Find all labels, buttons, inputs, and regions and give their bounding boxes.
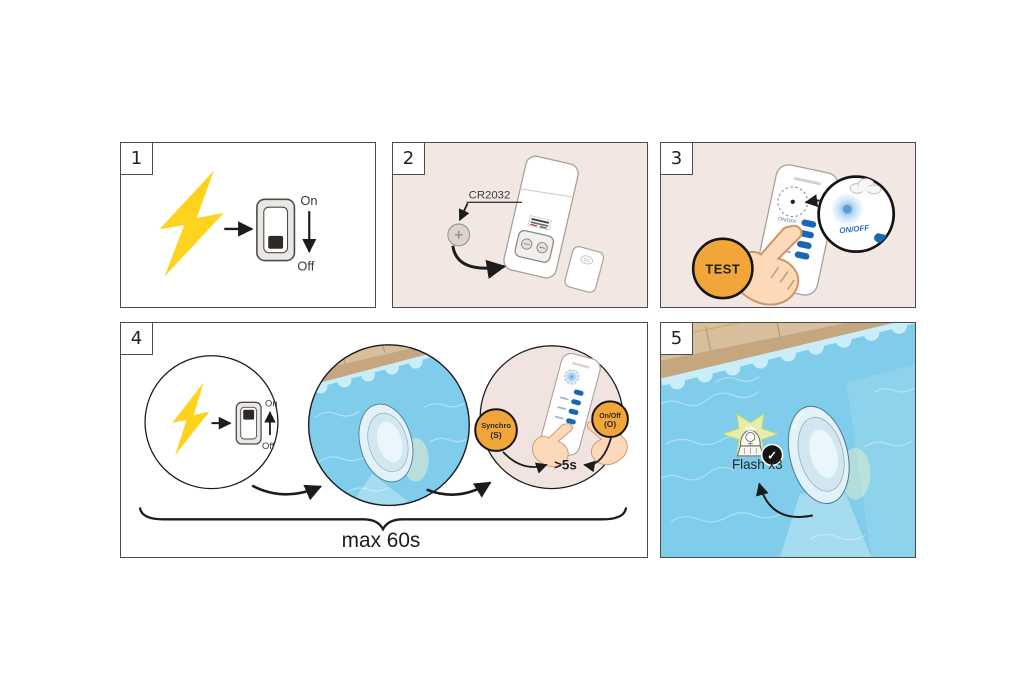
pool-light xyxy=(787,405,850,504)
remote-front-mini xyxy=(540,352,601,456)
switch-on-label: On xyxy=(265,397,278,408)
light-beam xyxy=(348,473,416,506)
battery-compartment xyxy=(514,229,555,263)
step-number-badge: 5 xyxy=(661,323,693,355)
switch-off-label: Off xyxy=(297,258,314,273)
remote-led-label: ON/OFF xyxy=(777,216,796,226)
switch-off-label: Off xyxy=(262,440,275,451)
arrow-light-to-flash xyxy=(756,482,813,518)
magnifier-led-label: ON/OFF xyxy=(839,223,870,235)
pool-light-circle xyxy=(307,344,470,507)
max-time-label: max 60s xyxy=(342,529,421,552)
panel-step-2: 2 xyxy=(392,142,648,308)
remote-back xyxy=(503,155,579,279)
cloud-icon xyxy=(849,178,882,195)
arrow-synchro-to-hold xyxy=(502,451,548,474)
check-badge: ✓ xyxy=(760,443,784,467)
max-time-brace xyxy=(138,507,628,532)
lightning-icon xyxy=(159,170,224,277)
leader-arrow-to-battery xyxy=(458,202,470,222)
rocker-switch-off xyxy=(256,198,296,262)
step-number-badge: 3 xyxy=(660,142,693,175)
onoff-label: On/Off xyxy=(599,413,621,420)
step5-illustration: ✓ Flash x3 xyxy=(661,323,915,557)
arrow-step-b-to-c xyxy=(426,481,492,498)
curved-arrow-insert-battery xyxy=(451,245,507,279)
step-number-badge: 2 xyxy=(392,142,425,175)
synchro-key-label: (S) xyxy=(490,430,501,440)
switch-on-label: On xyxy=(300,193,317,208)
step1-illustration: On Off xyxy=(159,170,317,277)
synchro-label: Synchro xyxy=(481,421,511,430)
arrow-magnifier-to-led xyxy=(804,194,820,207)
coin-battery-icon xyxy=(447,223,471,247)
check-mark: ✓ xyxy=(767,448,777,462)
panel-step-1: 1 On Off xyxy=(120,142,376,308)
arrow-step-a-to-b xyxy=(251,484,323,501)
battery-cover xyxy=(564,246,605,293)
pool-light xyxy=(358,403,414,483)
panel-step-4: 4 xyxy=(120,322,648,558)
test-label: TEST xyxy=(705,261,740,276)
step-number-badge: 4 xyxy=(120,322,153,355)
onoff-badge: On/Off (O) xyxy=(591,400,629,439)
panel-step-5: 5 xyxy=(660,322,916,558)
panel-step-3: 3 ON/OFF xyxy=(660,142,916,308)
hold-time-label: >5s xyxy=(554,458,577,473)
light-beam xyxy=(780,493,872,557)
step4-illustration: On Off xyxy=(138,344,629,552)
power-on-circle: On Off xyxy=(144,355,279,490)
battery-type-label: CR2032 xyxy=(469,189,511,201)
magnifier-circle: ON/OFF xyxy=(817,175,896,254)
lightning-icon xyxy=(172,382,210,456)
flash-beacon-icon: ✓ xyxy=(722,413,784,467)
arrow-onoff-to-hold xyxy=(583,437,612,473)
synchro-badge: Synchro (S) xyxy=(474,408,518,452)
onoff-key-label: (O) xyxy=(604,419,616,429)
rocker-switch-on xyxy=(235,401,262,445)
led-dot xyxy=(790,199,795,204)
test-badge: TEST xyxy=(691,237,754,300)
step3-illustration: ON/OFF xyxy=(691,164,896,306)
press-buttons-circle: Synchro (S) On/Off (O) >5s xyxy=(474,345,629,490)
step-number-badge: 1 xyxy=(120,142,153,175)
step2-illustration: CR2032 xyxy=(447,155,605,293)
flash-count-label: Flash x3 xyxy=(732,457,783,472)
pointing-hand-icon xyxy=(732,224,803,306)
